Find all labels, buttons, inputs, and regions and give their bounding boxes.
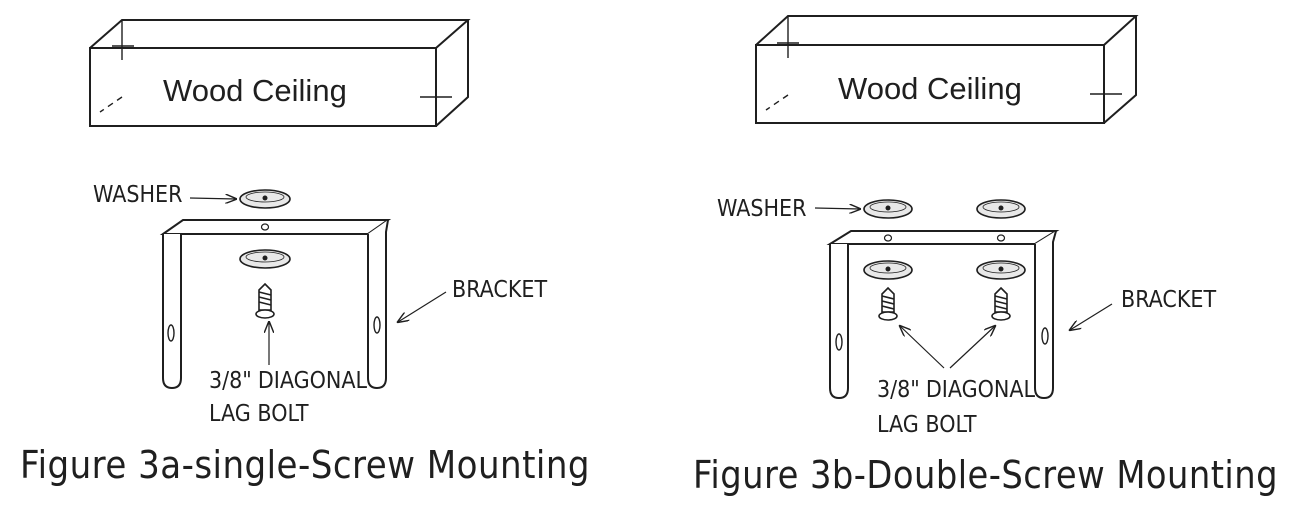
wood-ceiling-beam bbox=[89, 19, 471, 127]
bolt-arrow-left bbox=[900, 326, 945, 369]
washer-bottom-left bbox=[863, 260, 913, 280]
bracket bbox=[159, 219, 392, 390]
washer-bottom bbox=[239, 249, 291, 269]
washer-top-right bbox=[976, 199, 1026, 219]
washer-bottom-right bbox=[976, 260, 1026, 280]
bolt-type-label: LAG BOLT bbox=[209, 401, 309, 427]
bracket-arrow bbox=[398, 291, 447, 322]
wood-ceiling-beam bbox=[755, 15, 1139, 124]
lag-bolt-right bbox=[991, 286, 1011, 321]
bracket bbox=[826, 230, 1060, 400]
bolt-size-label: 3/8"DIAGONAL bbox=[877, 377, 1036, 403]
washer-top bbox=[239, 189, 291, 209]
bolt-arrow-right bbox=[949, 326, 995, 369]
wood-ceiling-label: Wood Ceiling bbox=[838, 71, 1022, 106]
bolt-size-label: 3/8"DIAGONAL bbox=[209, 368, 368, 394]
lag-bolt bbox=[255, 282, 275, 319]
figure-3a-caption: Figure 3a-single-Screw Mounting bbox=[20, 443, 590, 487]
washer-arrow bbox=[814, 208, 860, 209]
bracket-label: BRACKET bbox=[452, 277, 547, 303]
figure-3a: Wood Ceiling WASHER bbox=[20, 19, 590, 487]
washer-top-left bbox=[863, 199, 913, 219]
figure-3b-caption: Figure 3b-Double-Screw Mounting bbox=[693, 453, 1278, 497]
wood-ceiling-label: Wood Ceiling bbox=[163, 73, 347, 108]
bolt-type-label: LAG BOLT bbox=[877, 412, 977, 438]
washer-label: WASHER bbox=[93, 182, 183, 208]
washer-arrow bbox=[189, 198, 236, 199]
lag-bolt-left bbox=[878, 286, 898, 321]
bracket-label: BRACKET bbox=[1121, 287, 1216, 313]
washer-label: WASHER bbox=[717, 196, 807, 222]
bracket-arrow bbox=[1070, 303, 1113, 330]
figure-3b: Wood Ceiling WASHER bbox=[693, 15, 1278, 497]
